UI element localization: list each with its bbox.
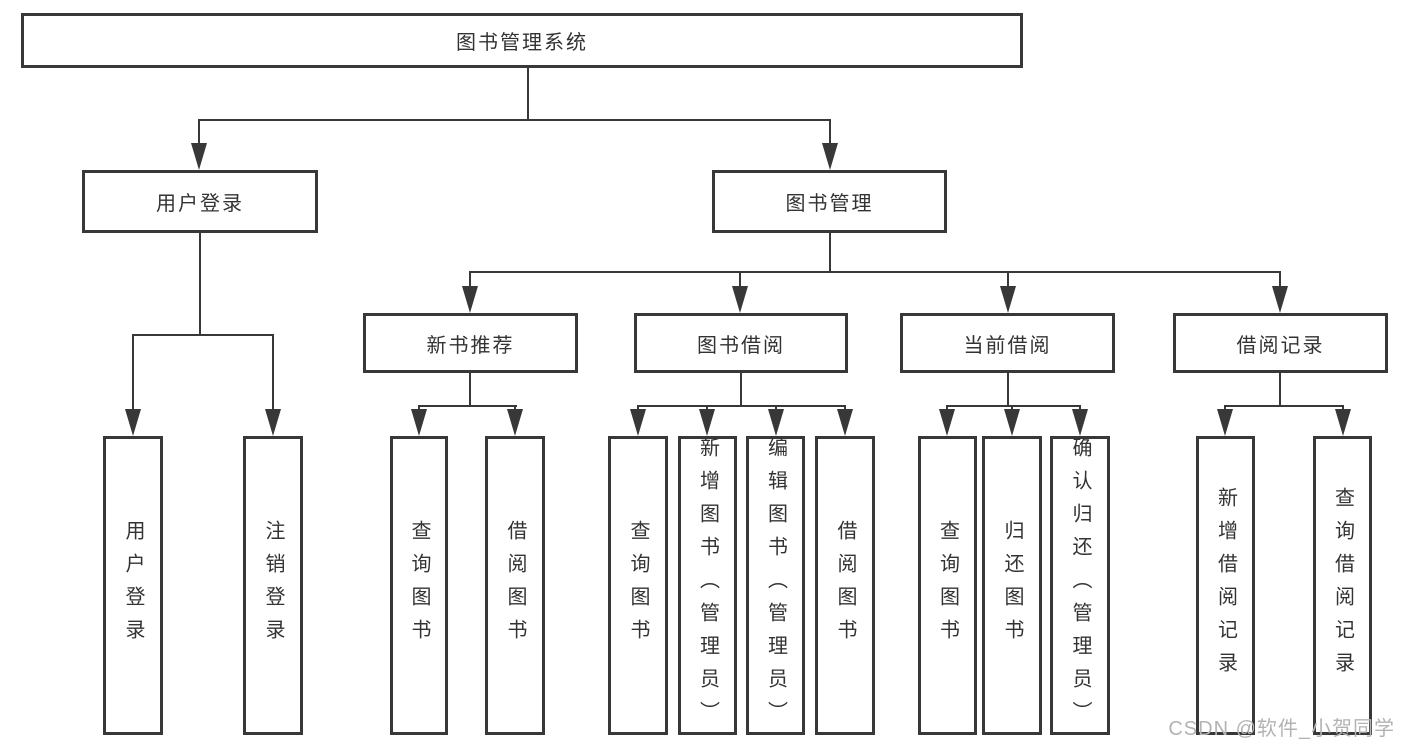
arrow-down-icon (1217, 409, 1233, 436)
connector-book-management-stem (829, 233, 831, 273)
node-leaf-logout: 注销登录 (243, 436, 303, 735)
connector-user-login-bar (132, 334, 274, 336)
node-label: 借阅图书 (504, 519, 526, 652)
arrow-down-icon (462, 286, 478, 313)
node-label: 用户登录 (122, 519, 144, 652)
node-leaf-user-login: 用户登录 (103, 436, 163, 735)
connector-book-borrow-stem (740, 373, 742, 407)
csdn-watermark: CSDN @软件_小贺同学 (1168, 718, 1395, 740)
node-leaf-add-borrow-record: 新增借阅记录 (1196, 436, 1255, 735)
connector-stem-user-login (198, 119, 200, 147)
arrow-down-icon (1072, 409, 1088, 436)
connector-user-login-stem (199, 233, 201, 336)
node-label: 归还图书 (1001, 519, 1023, 652)
connector-current-borrow-stem (1007, 373, 1009, 407)
arrow-down-icon (1272, 286, 1288, 313)
node-book-management: 图书管理 (712, 170, 947, 233)
node-leaf-return-books: 归还图书 (982, 436, 1042, 735)
arrow-down-icon (837, 409, 853, 436)
arrow-down-icon (191, 143, 207, 170)
connector-new-book-bar (418, 405, 517, 407)
arrow-down-icon (1335, 409, 1351, 436)
connector-stem-current-borrow (1007, 271, 1009, 289)
node-label: 借阅记录 (1236, 334, 1325, 357)
node-label: 图书借阅 (697, 334, 785, 357)
arrow-down-icon (822, 143, 838, 170)
connector-stem-new-book (469, 271, 471, 289)
node-label: 新增借阅记录 (1214, 486, 1237, 685)
node-label: 新书推荐 (426, 334, 515, 357)
arrow-down-icon (265, 409, 281, 436)
connector-borrow-records-bar (1224, 405, 1344, 407)
connector-stem-leaf-logout (272, 334, 274, 412)
connector-borrow-records-stem (1279, 373, 1281, 407)
node-leaf-borrow-books-recommend: 借阅图书 (485, 436, 545, 735)
node-leaf-add-books-admin: 新增图书（管理员） (678, 436, 737, 735)
node-label: 当前借阅 (963, 334, 1052, 357)
arrow-down-icon (125, 409, 141, 436)
node-library-management-system: 图书管理系统 (21, 13, 1023, 68)
connector-stem-book-borrow (739, 271, 741, 289)
connector-stem-book-management (829, 119, 831, 147)
node-label: 查询图书 (627, 519, 649, 652)
node-borrow-records: 借阅记录 (1173, 313, 1388, 373)
arrow-down-icon (939, 409, 955, 436)
node-label: 查询借阅记录 (1331, 486, 1354, 685)
node-label: 查询图书 (408, 519, 430, 652)
arrow-down-icon (1000, 286, 1016, 313)
node-label: 编辑图书（管理员） (764, 437, 787, 734)
arrow-down-icon (507, 409, 523, 436)
node-leaf-query-borrow-record: 查询借阅记录 (1313, 436, 1372, 735)
connector-stem-borrow-records (1279, 271, 1281, 289)
node-label: 借阅图书 (834, 519, 856, 652)
connector-current-borrow-bar (946, 405, 1081, 407)
connector-book-borrow-bar (637, 405, 845, 407)
node-leaf-query-books: 查询图书 (608, 436, 668, 735)
node-user-login: 用户登录 (82, 170, 318, 233)
arrow-down-icon (1004, 409, 1020, 436)
connector-root-stem (527, 68, 529, 119)
node-current-borrow: 当前借阅 (900, 313, 1115, 373)
node-new-book-recommend: 新书推荐 (363, 313, 578, 373)
connector-root-bar (198, 119, 831, 121)
arrow-down-icon (411, 409, 427, 436)
arrow-down-icon (699, 409, 715, 436)
node-leaf-query-books-current: 查询图书 (918, 436, 977, 735)
node-leaf-query-books-recommend: 查询图书 (390, 436, 448, 735)
node-label: 确认归还（管理员） (1069, 437, 1091, 734)
node-label: 查询图书 (936, 519, 959, 652)
node-label: 图书管理系统 (456, 32, 588, 54)
arrow-down-icon (732, 286, 748, 313)
node-book-borrow: 图书借阅 (634, 313, 848, 373)
node-leaf-confirm-return-admin: 确认归还（管理员） (1050, 436, 1110, 735)
connector-stem-leaf-login (132, 334, 134, 412)
connector-book-management-bar (469, 271, 1281, 273)
connector-new-book-stem (469, 373, 471, 407)
node-label: 图书管理 (785, 193, 874, 215)
arrow-down-icon (630, 409, 646, 436)
node-label: 注销登录 (262, 519, 284, 652)
node-leaf-borrow-books: 借阅图书 (815, 436, 875, 735)
node-leaf-edit-books-admin: 编辑图书（管理员） (746, 436, 805, 735)
arrow-down-icon (768, 409, 784, 436)
node-label: 新增图书（管理员） (696, 437, 719, 734)
node-label: 用户登录 (156, 193, 244, 215)
